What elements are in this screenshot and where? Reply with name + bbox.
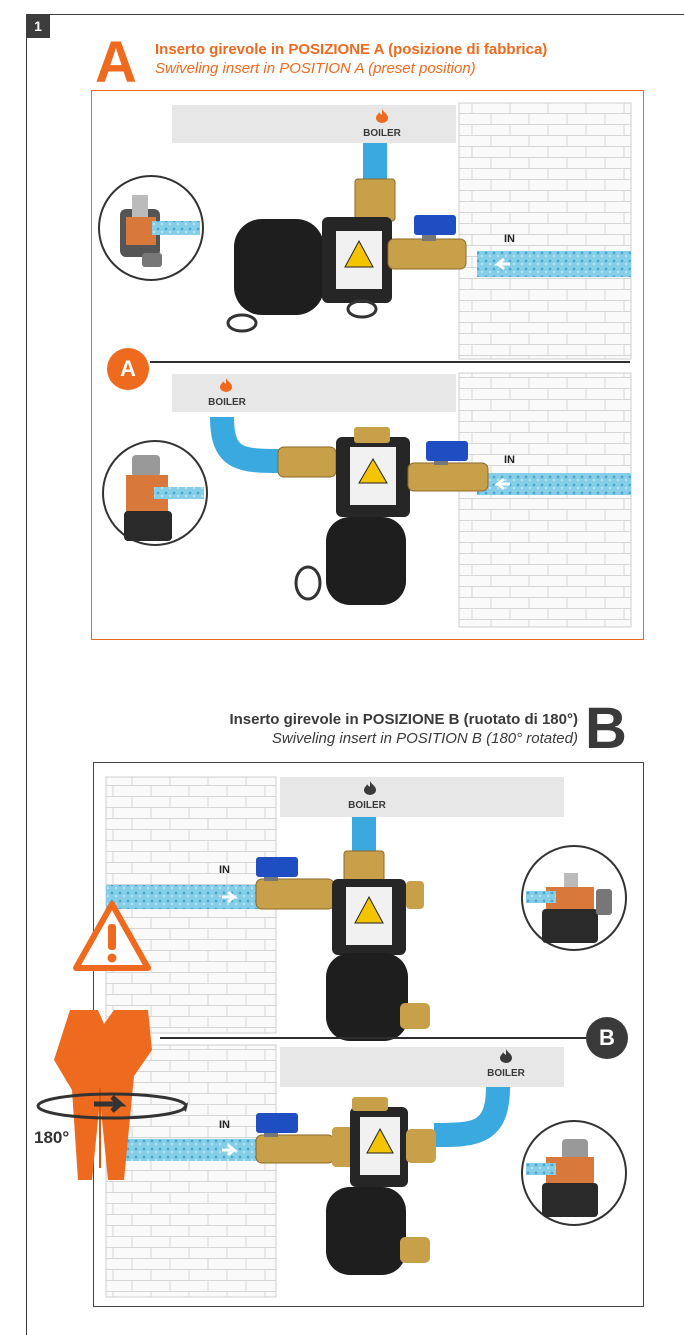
in-label-b-bottom: IN bbox=[219, 1119, 230, 1131]
in-label-b-top: IN bbox=[219, 864, 230, 876]
step-number-badge: 1 bbox=[26, 14, 50, 38]
boiler-label-b-top: BOILER bbox=[325, 800, 409, 811]
flame-icon bbox=[371, 108, 393, 124]
marker-b: B bbox=[586, 1017, 628, 1059]
section-a-illustration bbox=[92, 91, 643, 639]
flame-icon bbox=[215, 377, 237, 393]
rotation-label: 180° bbox=[34, 1128, 69, 1148]
flame-icon bbox=[495, 1048, 517, 1064]
boiler-label-a-bottom: BOILER bbox=[185, 397, 269, 408]
rotate-arrows-icon bbox=[32, 1086, 192, 1126]
section-b-letter: B bbox=[585, 700, 627, 758]
top-rule bbox=[50, 14, 684, 15]
flame-icon bbox=[359, 780, 381, 796]
warning-triangle-icon bbox=[72, 900, 152, 972]
marker-a: A bbox=[107, 348, 149, 390]
boiler-label-a-top: BOILER bbox=[340, 128, 424, 139]
in-label-a-bottom: IN bbox=[504, 454, 515, 466]
section-b-title-it: Inserto girevole in POSIZIONE B (ruotato… bbox=[178, 711, 578, 728]
section-a-title-en: Swiveling insert in POSITION A (preset p… bbox=[155, 60, 476, 77]
boiler-label-b-bottom: BOILER bbox=[464, 1068, 548, 1079]
section-a-letter: A bbox=[95, 34, 137, 92]
in-label-a-top: IN bbox=[504, 233, 515, 245]
section-b-title-en: Swiveling insert in POSITION B (180° rot… bbox=[178, 730, 578, 747]
section-a-title-it: Inserto girevole in POSIZIONE A (posizio… bbox=[155, 41, 547, 58]
left-rule bbox=[26, 38, 27, 1335]
